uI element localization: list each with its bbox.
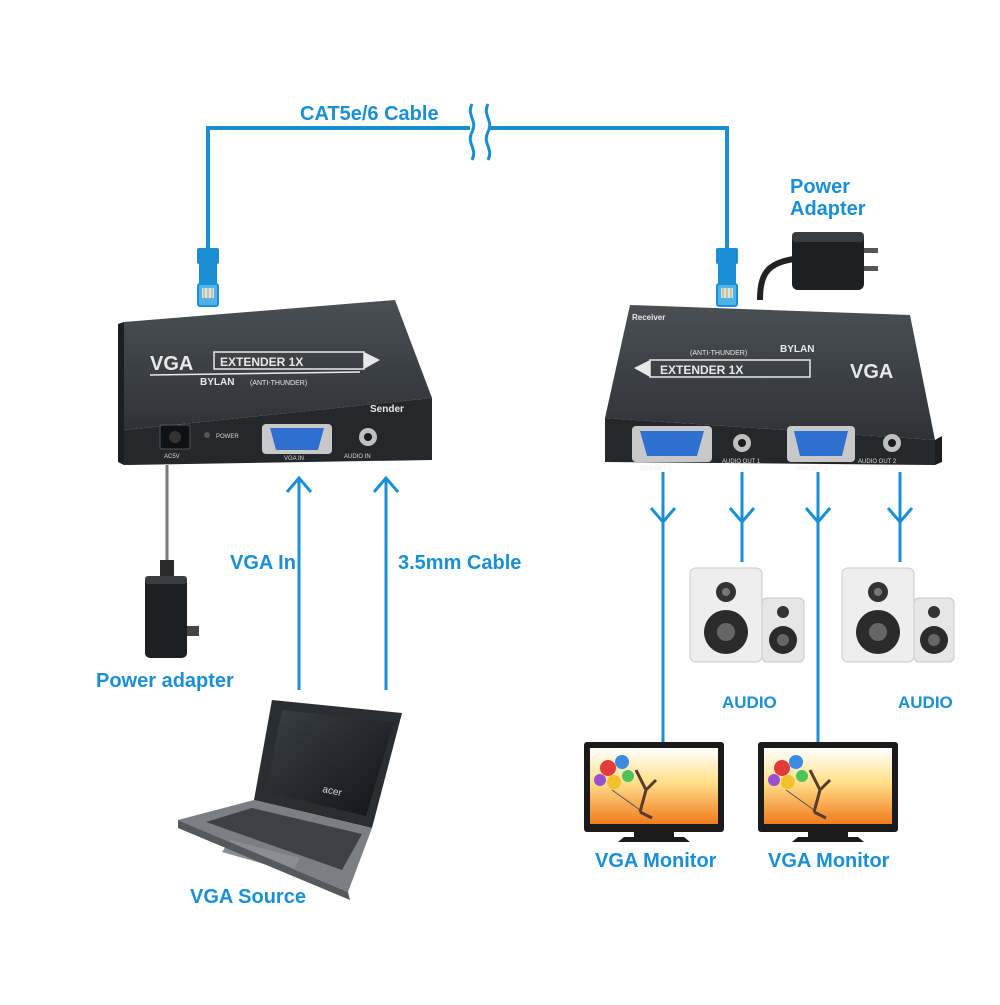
receiver-maker: BYLAN [780,344,814,355]
vga-source-label: VGA Source [190,886,306,908]
sender-brand: VGA [150,353,193,375]
rj45-connector-icon [197,248,219,307]
sender-role: Sender [370,404,404,415]
cable-break-icon [468,103,476,161]
receiver-device: Receiver (ANTI-THUNDER) BYLAN EXTENDER 1… [605,305,942,472]
vga-in-label: VGA In [230,552,296,574]
rj45-connector-icon [716,248,738,307]
monitor-left-label: VGA Monitor [595,850,717,872]
sender-maker-note: (ANTI-THUNDER) [250,380,307,387]
vga-out-2-arrow [804,472,832,742]
receiver-role: Receiver [632,313,665,322]
receiver-brand: VGA [850,361,893,383]
speaker-pair-icon [689,567,805,663]
audio-left-label: AUDIO [722,693,777,712]
receiver-port-vga2: VGA OUT 2 [796,466,828,472]
receiver-maker-note: (ANTI-THUNDER) [690,350,747,357]
monitor-icon [758,742,898,842]
vga-in-arrow [285,475,313,690]
monitor-icon [584,742,724,842]
audio-out-2-arrow [886,472,914,562]
power-adapter-icon [145,576,199,658]
speaker-pair-icon [841,567,955,663]
receiver-product: EXTENDER 1X [660,363,743,377]
laptop-icon: acer [178,700,402,900]
receiver-port-audio1: AUDIO OUT 1 [722,459,761,465]
receiver-power-adapter-label: Power Adapter [790,176,866,220]
audio-out-1-arrow [728,472,756,562]
sender-port-audio: AUDIO IN [344,454,371,460]
sender-port-vga: VGA IN [284,456,304,462]
audio-cable-arrow [372,475,400,690]
audio-cable-label: 3.5mm Cable [398,552,522,574]
power-led [204,432,210,438]
sender-power-cable [160,465,174,578]
sender-device: VGA EXTENDER 1X BYLAN (ANTI-THUNDER) Sen… [118,300,432,465]
sender-maker: BYLAN [200,377,234,388]
sender-power-adapter-label: Power adapter [96,670,234,692]
sender-product: EXTENDER 1X [220,355,303,369]
receiver-port-audio2: AUDIO OUT 2 [858,459,897,465]
receiver-port-vga1: VGA OUT 1 [640,466,672,472]
cable-label: CAT5e/6 Cable [300,103,439,125]
sender-led-power: POWER [216,434,239,440]
audio-right-label: AUDIO [898,693,953,712]
vga-out-1-arrow [649,472,677,742]
cat5-cable [206,103,729,250]
laptop-logo: acer [321,784,343,799]
monitor-right-label: VGA Monitor [768,850,890,872]
power-adapter-icon [757,232,878,301]
sender-port-power: AC5V [164,454,180,460]
